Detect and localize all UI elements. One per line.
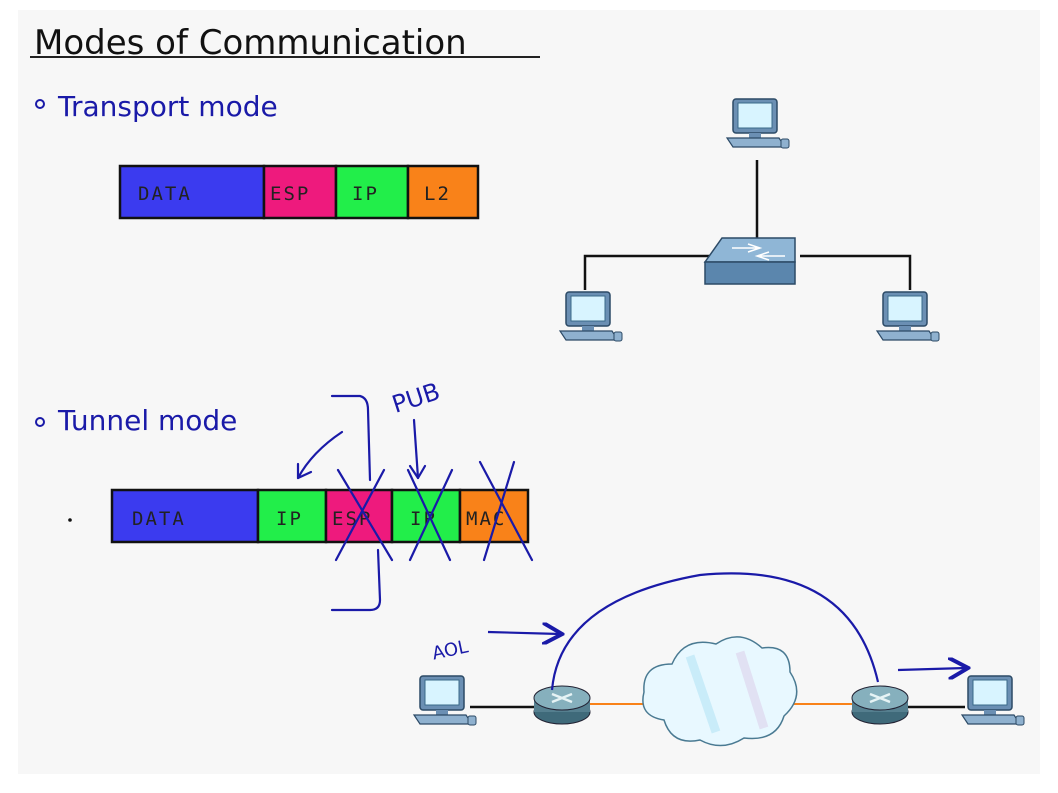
tunnel-packet: DATA IP ESP IP MAC bbox=[110, 488, 530, 544]
pub-arrow-head bbox=[408, 464, 427, 480]
computer-icon bbox=[961, 675, 1025, 726]
ip-cross bbox=[406, 468, 454, 562]
transport-bullet bbox=[35, 99, 45, 109]
bracket-bottom bbox=[330, 548, 382, 612]
tunnel-arc bbox=[550, 572, 880, 691]
router-icon bbox=[532, 684, 592, 726]
whiteboard bbox=[18, 10, 1040, 774]
tunnel-topology bbox=[413, 572, 1025, 747]
stray-dot bbox=[68, 518, 72, 522]
aol-annotation: AOL bbox=[430, 636, 470, 664]
mac-cross bbox=[478, 460, 534, 562]
tunnel-bullet bbox=[35, 417, 45, 427]
tunnel-segment-ip-outer bbox=[390, 488, 462, 544]
tunnel-ip-inner-label: IP bbox=[276, 508, 303, 530]
tunnel-mode-label: Tunnel mode bbox=[57, 404, 237, 437]
cloud-icon bbox=[642, 636, 798, 747]
computer-icon bbox=[726, 98, 790, 149]
pub-arrow bbox=[412, 418, 420, 480]
transport-mode-label: Transport mode bbox=[57, 90, 278, 123]
tunnel-data-label: DATA bbox=[132, 508, 186, 530]
computer-icon bbox=[559, 291, 623, 342]
transport-data-label: DATA bbox=[138, 183, 192, 205]
transport-topology bbox=[559, 98, 940, 342]
esp-cross bbox=[334, 468, 394, 562]
transport-packet: DATA ESP IP L2 bbox=[118, 164, 480, 220]
exit-arrow bbox=[897, 668, 966, 670]
ip-arrow bbox=[296, 430, 344, 480]
tunnel-mac-label: MAC bbox=[466, 508, 506, 530]
router-icon bbox=[850, 684, 910, 726]
computer-icon bbox=[413, 675, 477, 726]
tunnel-segment-ip-inner bbox=[256, 488, 328, 544]
transport-l2-label: L2 bbox=[424, 183, 451, 205]
bracket-top bbox=[330, 394, 372, 482]
transport-segment-ip bbox=[334, 164, 410, 220]
transport-ip-label: IP bbox=[352, 183, 379, 205]
tunnel-annotations bbox=[296, 394, 534, 612]
transport-esp-label: ESP bbox=[270, 183, 310, 205]
transport-segment-data bbox=[118, 164, 266, 220]
switch-icon bbox=[703, 237, 796, 285]
transport-segment-l2 bbox=[406, 164, 480, 220]
aol-arrow bbox=[487, 632, 560, 634]
computer-icon bbox=[876, 291, 940, 342]
transport-segment-esp bbox=[262, 164, 338, 220]
ip-arrow-head bbox=[296, 462, 313, 480]
pub-annotation: PUB bbox=[389, 377, 444, 419]
